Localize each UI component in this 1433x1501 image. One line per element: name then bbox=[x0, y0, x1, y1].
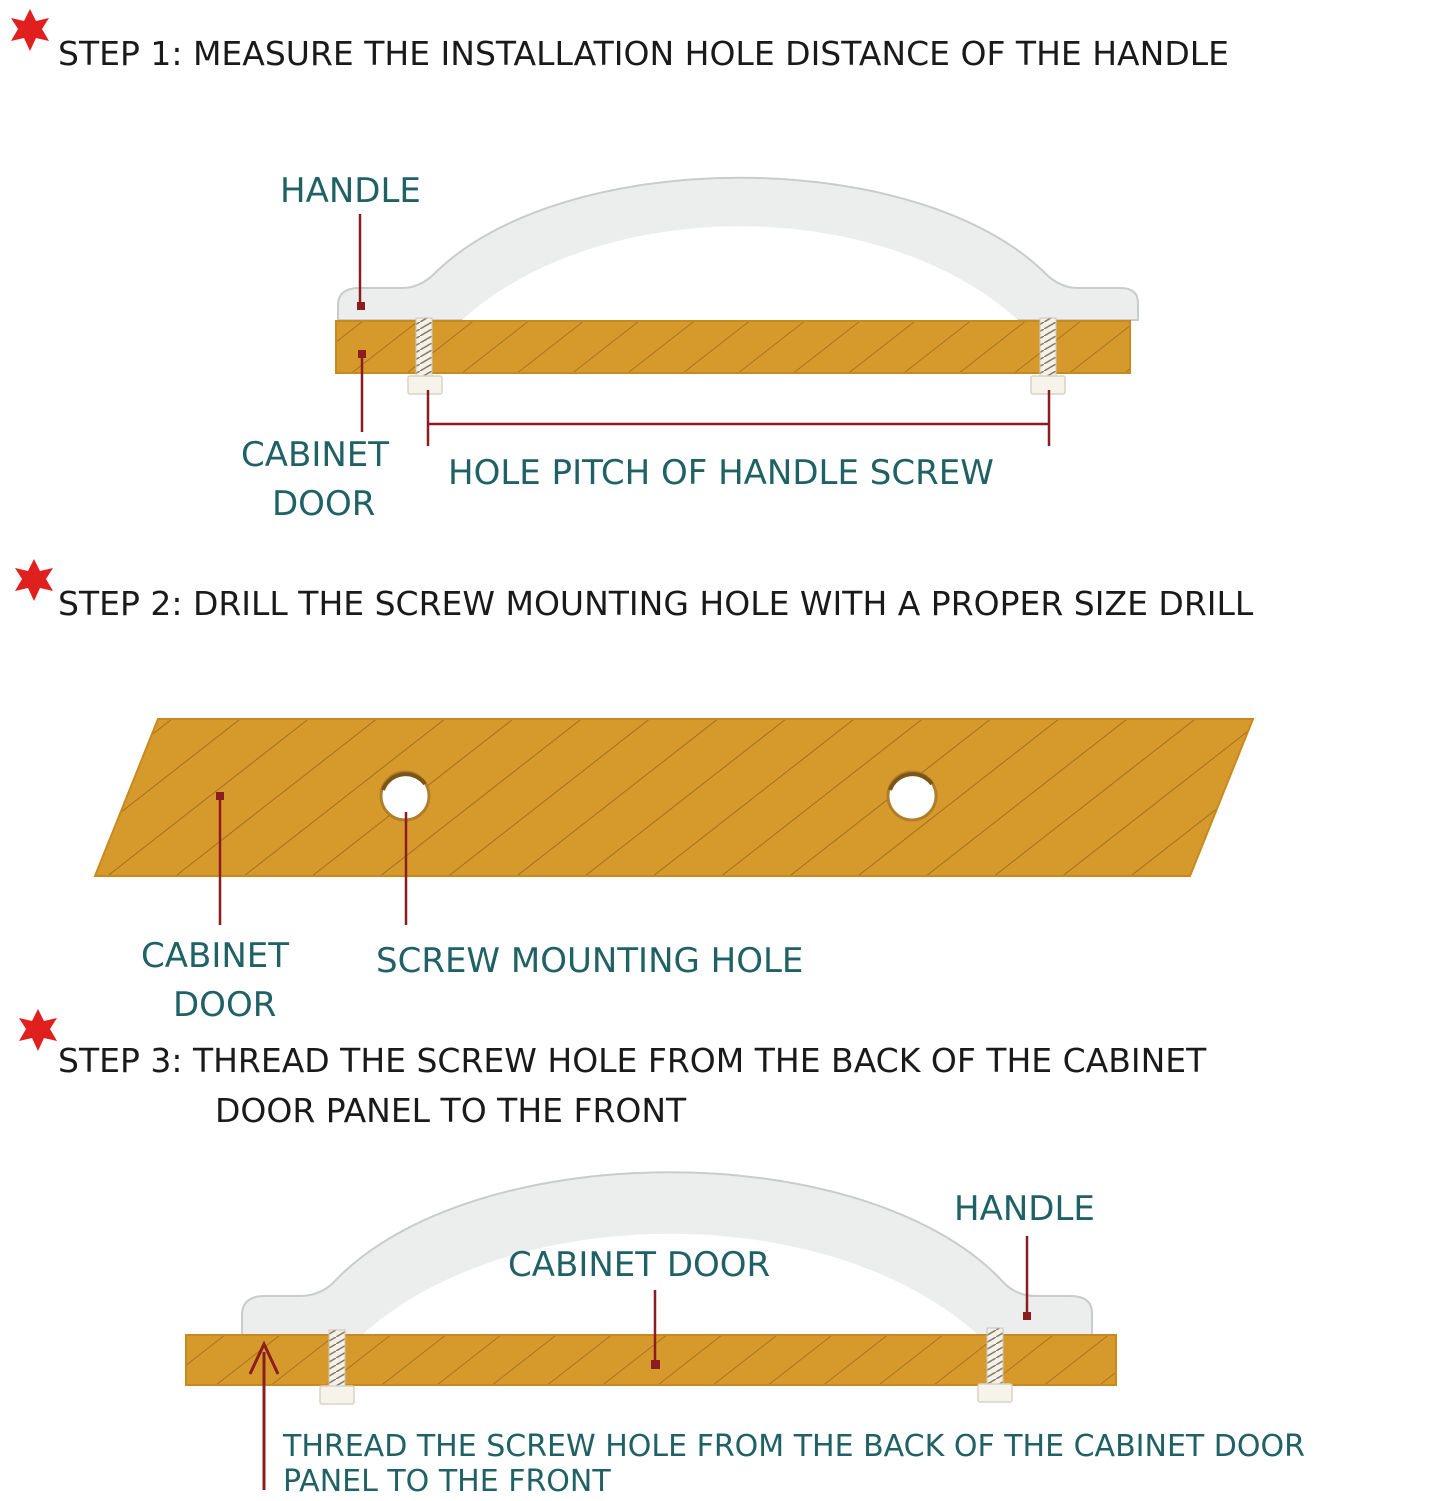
step1-title: STEP 1: MEASURE THE INSTALLATION HOLE DI… bbox=[58, 34, 1229, 73]
step3-door-label: CABINET DOOR bbox=[508, 1245, 770, 1285]
step3-screw-right bbox=[977, 1327, 1013, 1403]
red-star-icon bbox=[11, 9, 49, 51]
step2-door-label-line1: CABINET bbox=[141, 936, 289, 976]
step3-thread-label-line1: THREAD THE SCREW HOLE FROM THE BACK OF T… bbox=[282, 1429, 1305, 1464]
step3-screw-left bbox=[319, 1329, 355, 1405]
step2-cabinet-door-board bbox=[93, 718, 1255, 877]
step3-title-line1: STEP 3: THREAD THE SCREW HOLE FROM THE B… bbox=[58, 1041, 1207, 1080]
red-star-icon bbox=[15, 559, 53, 601]
step1-cabinet-door-board bbox=[335, 320, 1131, 374]
red-star-icon bbox=[19, 1009, 57, 1051]
step1-screw-right bbox=[1030, 317, 1066, 395]
step3-section: STEP 3: THREAD THE SCREW HOLE FROM THE B… bbox=[19, 1009, 1305, 1499]
step3-handle-graphic bbox=[241, 1171, 1093, 1336]
step2-hole-left bbox=[379, 770, 431, 822]
step1-handle-graphic bbox=[337, 176, 1139, 321]
step1-pitch-label: HOLE PITCH OF HANDLE SCREW bbox=[448, 453, 994, 493]
step3-title-line2: DOOR PANEL TO THE FRONT bbox=[215, 1091, 687, 1130]
step3-handle-label: HANDLE bbox=[954, 1189, 1095, 1229]
step1-door-label-line2: DOOR bbox=[272, 484, 375, 524]
step1-handle-label: HANDLE bbox=[280, 171, 421, 211]
step2-hole-right bbox=[886, 770, 938, 822]
step2-section: STEP 2: DRILL THE SCREW MOUNTING HOLE WI… bbox=[15, 559, 1255, 1025]
step2-hole-label: SCREW MOUNTING HOLE bbox=[376, 941, 803, 981]
step1-section: STEP 1: MEASURE THE INSTALLATION HOLE DI… bbox=[11, 9, 1229, 524]
step3-thread-arrow bbox=[248, 1340, 280, 1490]
step2-door-label-line2: DOOR bbox=[173, 985, 276, 1025]
step1-screw-left bbox=[407, 317, 443, 395]
step2-title: STEP 2: DRILL THE SCREW MOUNTING HOLE WI… bbox=[58, 584, 1254, 623]
step1-pitch-dimension bbox=[426, 390, 1051, 446]
step1-door-label-line1: CABINET bbox=[241, 435, 389, 475]
step3-thread-label-line2: PANEL TO THE FRONT bbox=[283, 1464, 611, 1499]
